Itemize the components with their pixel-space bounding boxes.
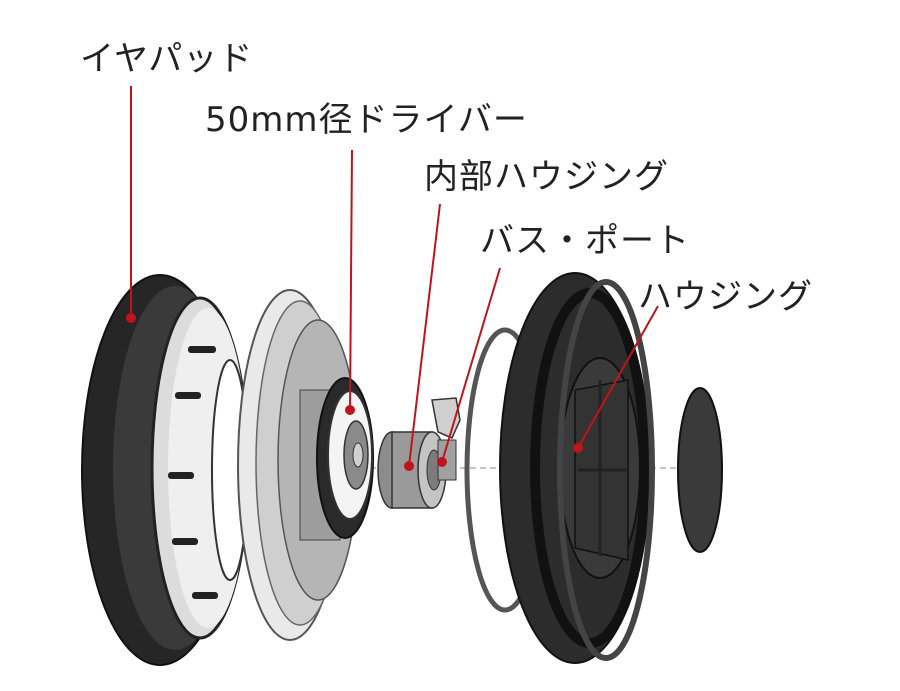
housing-cover-disc [677,387,723,553]
driver-leader-line [349,149,353,411]
housing-part [499,272,655,664]
ear-pad-label: イヤパッド [80,39,254,79]
housing-leader-line [577,305,659,449]
ear-pad-part [81,274,250,666]
driver-label: 50mm径ドライバー [205,100,528,140]
housing-label: ハウジング [638,277,813,317]
bass-port-leader-line [441,267,501,463]
driver-part [237,289,374,641]
inner-housing-leader-line [408,203,441,467]
bass-port-label: バス・ポート [480,221,690,261]
leader-lines [130,86,659,467]
inner-housing-label: 内部ハウジング [424,157,669,197]
